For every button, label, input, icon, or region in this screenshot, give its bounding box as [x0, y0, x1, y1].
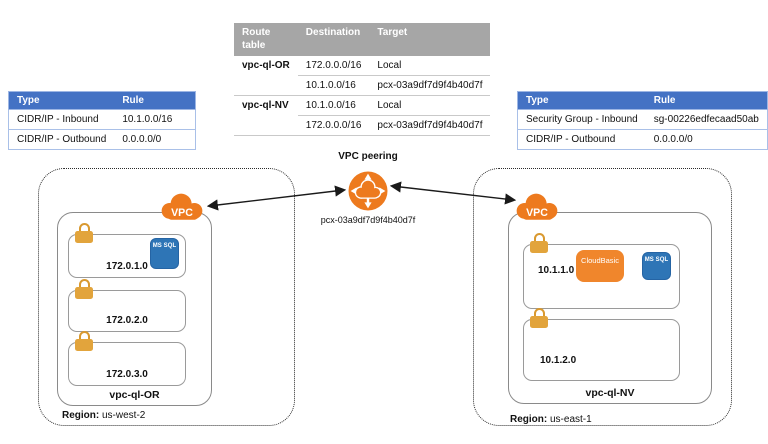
region-name: us-east-1	[550, 414, 592, 425]
vpc-peering-title: VPC peering	[338, 151, 398, 162]
subnet-cidr-label: 172.0.1.0	[106, 261, 148, 272]
route-table: Route table Destination Target vpc-ql-OR…	[234, 23, 491, 136]
target-cell: pcx-03a9df7d9f4b40d7f	[369, 115, 491, 136]
vpc-cloud-icon-east: VPC	[516, 193, 558, 220]
ms-sql-icon: MS SQL	[150, 238, 179, 269]
rule-type-cell: CIDR/IP - Outbound	[8, 129, 115, 150]
region-label-prefix: Region:	[510, 414, 548, 425]
subnet-cidr-label: 172.0.3.0	[106, 369, 148, 380]
lock-icon	[75, 331, 93, 351]
east-rules-table: Type Rule Security Group - Inbound sg-00…	[516, 91, 768, 150]
target-cell: Local	[369, 56, 491, 76]
table-row: CIDR/IP - Outbound 0.0.0.0/0	[8, 129, 196, 150]
table-row: Security Group - Inbound sg-00226edfecaa…	[516, 109, 768, 130]
region-label-us-east-1: Region: us-east-1	[510, 414, 592, 425]
column-header-rule: Rule	[114, 91, 196, 110]
region-label-prefix: Region:	[62, 410, 100, 421]
column-header-route-table: Route table	[234, 23, 298, 56]
subnet-box: 172.0.1.0 MS SQL	[68, 223, 186, 278]
subnet-cidr-label: 10.1.2.0	[540, 355, 577, 366]
destination-cell: 172.0.0.0/16	[297, 56, 370, 76]
route-table-name-cell: vpc-ql-OR	[234, 56, 298, 96]
table-row: CIDR/IP - Outbound 0.0.0.0/0	[516, 129, 768, 150]
subnet-cidr-label: 10.1.1.0	[538, 265, 575, 276]
column-header-destination: Destination	[297, 23, 370, 56]
table-row: vpc-ql-OR 172.0.0.0/16 Local	[234, 56, 491, 96]
vpc-box-vpc-ql-nv: 10.1.1.0 CloudBasic MS SQL 10.1.2.0 vpc-…	[508, 212, 712, 404]
destination-cell: 10.1.0.0/16	[297, 75, 370, 96]
rule-type-cell: CIDR/IP - Inbound	[8, 109, 115, 130]
column-header-rule: Rule	[645, 91, 768, 110]
cloudbasic-icon: CloudBasic	[576, 250, 624, 282]
destination-cell: 172.0.0.0/16	[297, 115, 370, 136]
lock-icon	[75, 223, 93, 243]
lock-icon	[530, 308, 548, 328]
vpc-cloud-icon-west: VPC	[161, 193, 203, 220]
vpc-peering-icon	[348, 171, 388, 211]
region-name: us-west-2	[102, 410, 146, 421]
region-label-us-west-2: Region: us-west-2	[62, 410, 145, 421]
lock-icon	[530, 233, 548, 253]
ms-sql-icon: MS SQL	[642, 252, 671, 280]
vpc-name-label: vpc-ql-NV	[585, 387, 635, 399]
subnet-box: 10.1.2.0	[523, 308, 680, 381]
rule-value-cell: 0.0.0.0/0	[114, 129, 196, 150]
target-cell: pcx-03a9df7d9f4b40d7f	[369, 75, 491, 96]
vpc-peering-connection-id: pcx-03a9df7d9f4b40d7f	[320, 215, 416, 225]
subnet-box: 10.1.1.0 CloudBasic MS SQL	[523, 233, 680, 309]
column-header-type: Type	[516, 91, 646, 110]
table-row: vpc-ql-NV 10.1.0.0/16 Local	[234, 95, 491, 136]
subnet-cidr-label: 172.0.2.0	[106, 315, 148, 326]
table-row: 10.1.0.0/16 pcx-03a9df7d9f4b40d7f	[234, 75, 491, 96]
vpc-icon-label: VPC	[171, 207, 193, 219]
subnet-box: 172.0.2.0	[68, 279, 186, 332]
rule-type-cell: CIDR/IP - Outbound	[516, 129, 646, 150]
lock-icon	[75, 279, 93, 299]
table-row: 172.0.0.0/16 pcx-03a9df7d9f4b40d7f	[234, 115, 491, 136]
west-rules-table: Type Rule CIDR/IP - Inbound 10.1.0.0/16 …	[8, 91, 196, 150]
column-header-target: Target	[369, 23, 491, 56]
rule-type-cell: Security Group - Inbound	[516, 109, 646, 130]
rule-value-cell: sg-00226edfecaad50ab	[645, 109, 768, 130]
table-header-row: Type Rule	[8, 91, 196, 110]
vpc-name-label: vpc-ql-OR	[109, 389, 160, 401]
destination-cell: 10.1.0.0/16	[297, 95, 370, 116]
table-row: CIDR/IP - Inbound 10.1.0.0/16	[8, 109, 196, 130]
table-header-row: Type Rule	[516, 91, 768, 110]
vpc-box-vpc-ql-or: 172.0.1.0 MS SQL 172.0.2.0 172.0.3.0 vpc…	[57, 212, 212, 406]
column-header-type: Type	[8, 91, 115, 110]
route-table-name-cell: vpc-ql-NV	[234, 95, 298, 136]
rule-value-cell: 0.0.0.0/0	[645, 129, 768, 150]
table-header-row: Route table Destination Target	[234, 23, 491, 56]
subnet-box: 172.0.3.0	[68, 331, 186, 386]
target-cell: Local	[369, 95, 491, 116]
region-box-us-west-2	[38, 168, 295, 426]
rule-value-cell: 10.1.0.0/16	[114, 109, 196, 130]
region-box-us-east-1	[473, 168, 732, 426]
vpc-icon-label: VPC	[526, 207, 548, 219]
